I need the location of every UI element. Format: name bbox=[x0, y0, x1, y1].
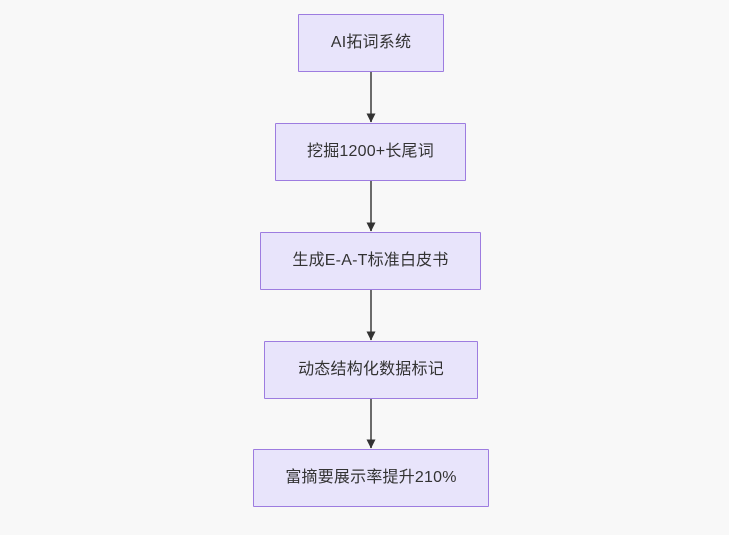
flowchart-node-ai-keyword-system[interactable]: AI拓词系统 bbox=[298, 14, 444, 72]
flowchart-node-mine-longtail-keywords[interactable]: 挖掘1200+长尾词 bbox=[275, 123, 466, 181]
flowchart-node-rich-snippet-impression-uplift[interactable]: 富摘要展示率提升210% bbox=[253, 449, 489, 507]
node-label: AI拓词系统 bbox=[330, 34, 412, 52]
node-label: 富摘要展示率提升210% bbox=[285, 469, 457, 487]
node-label: 动态结构化数据标记 bbox=[298, 361, 444, 379]
flowchart-node-generate-eat-whitepaper[interactable]: 生成E-A-T标准白皮书 bbox=[260, 232, 481, 290]
node-label: 挖掘1200+长尾词 bbox=[307, 143, 434, 161]
node-label: 生成E-A-T标准白皮书 bbox=[292, 252, 449, 270]
flowchart-node-dynamic-structured-data-markup[interactable]: 动态结构化数据标记 bbox=[264, 341, 478, 399]
